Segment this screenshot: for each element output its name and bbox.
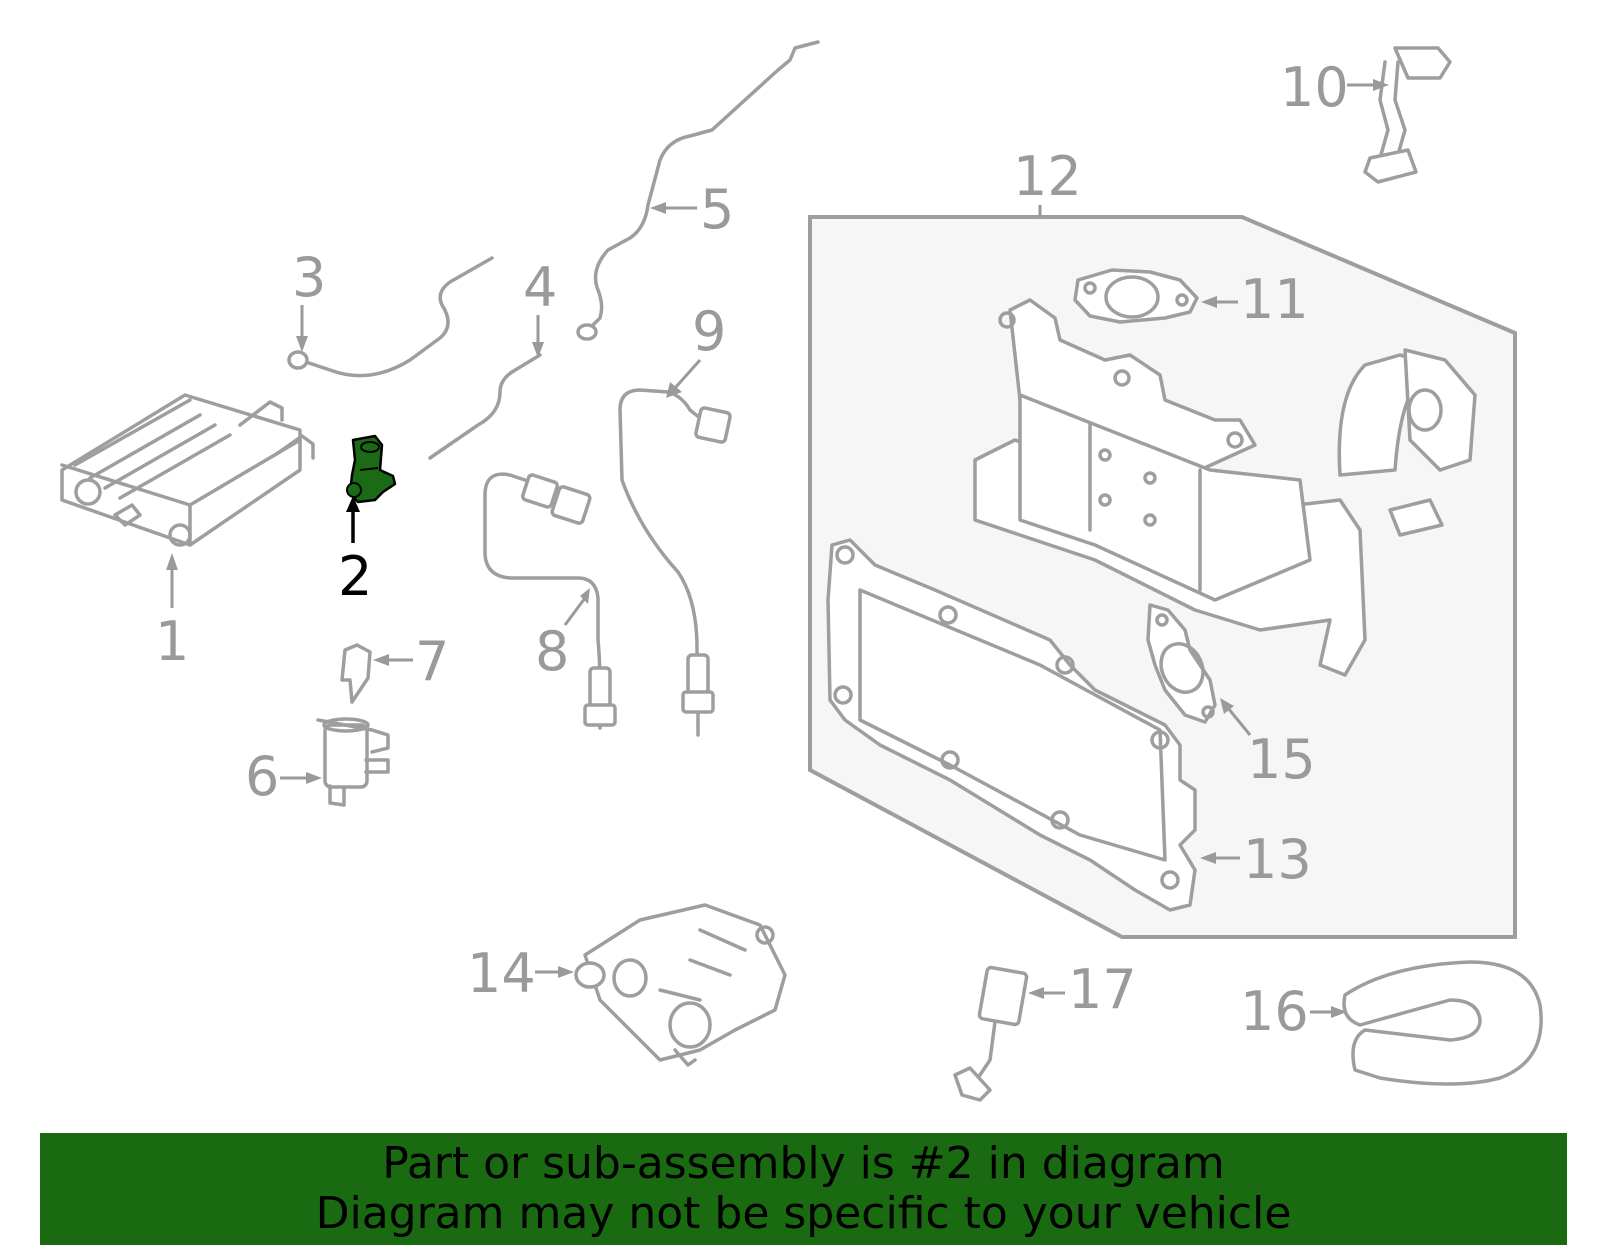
part-3-hose-end	[287, 350, 309, 370]
svg-text:16: 16	[1240, 980, 1309, 1043]
part-11-gasket[interactable]	[1073, 268, 1199, 324]
callout-4: 4	[523, 256, 557, 358]
banner-line-part: Part or sub-assembly is #2 in diagram	[382, 1138, 1225, 1189]
callout-6: 6	[245, 745, 322, 808]
callout-15: 15	[1220, 698, 1316, 791]
svg-text:8: 8	[535, 620, 569, 683]
svg-text:9: 9	[692, 300, 726, 363]
part-7-bracket[interactable]	[340, 643, 372, 704]
callout-11: 11	[1201, 268, 1309, 331]
svg-text:13: 13	[1243, 828, 1312, 891]
banner-line-disclaimer: Diagram may not be specific to your vehi…	[315, 1188, 1292, 1239]
svg-text:2: 2	[338, 545, 372, 608]
callout-10: 10	[1280, 56, 1389, 119]
part-10-egr-pipe[interactable]	[1363, 46, 1452, 184]
callout-5: 5	[650, 178, 734, 241]
callout-1: 1	[155, 553, 189, 673]
svg-text:12: 12	[1013, 145, 1082, 208]
callout-12: 12	[1013, 145, 1082, 217]
part-13-gasket-plate[interactable]	[826, 538, 1197, 912]
callout-8: 8	[535, 588, 590, 683]
part-8-o2-sensor[interactable]	[483, 472, 617, 730]
part-6-solenoid[interactable]	[316, 717, 390, 807]
part-9-o2-sensor[interactable]	[618, 388, 732, 737]
svg-text:10: 10	[1280, 56, 1349, 119]
svg-text:15: 15	[1247, 728, 1316, 791]
info-banner: Part or sub-assembly is #2 in diagram Di…	[40, 1133, 1567, 1245]
callout-13: 13	[1200, 828, 1312, 891]
callout-3: 3	[292, 246, 326, 352]
callout-17: 17	[1028, 958, 1137, 1021]
part-17-connector[interactable]	[953, 965, 1029, 1102]
part-5-line[interactable]	[586, 40, 820, 332]
part-14-egr-valve[interactable]	[574, 903, 787, 1067]
svg-text:4: 4	[523, 256, 557, 319]
part-5-line-end	[576, 323, 598, 341]
part-16-hose[interactable]	[1342, 960, 1543, 1086]
part-3-hose[interactable]	[298, 256, 494, 378]
part-2-purge-valve[interactable]	[346, 434, 397, 504]
svg-text:5: 5	[700, 178, 734, 241]
part-1-canister[interactable]	[60, 393, 315, 547]
svg-text:14: 14	[467, 942, 536, 1005]
svg-text:11: 11	[1240, 268, 1309, 331]
svg-text:7: 7	[415, 630, 449, 693]
svg-text:3: 3	[292, 246, 326, 309]
callout-7: 7	[373, 630, 449, 693]
callout-9: 9	[666, 300, 726, 398]
svg-text:1: 1	[155, 610, 189, 673]
svg-text:6: 6	[245, 745, 279, 808]
part-4-tube[interactable]	[428, 353, 542, 460]
callout-14: 14	[467, 942, 574, 1005]
callout-2: 2	[338, 496, 372, 608]
svg-text:17: 17	[1068, 958, 1137, 1021]
callout-16: 16	[1240, 980, 1347, 1043]
part-15-gasket[interactable]	[1146, 603, 1217, 724]
part-12-egr-cooler[interactable]	[973, 298, 1477, 677]
